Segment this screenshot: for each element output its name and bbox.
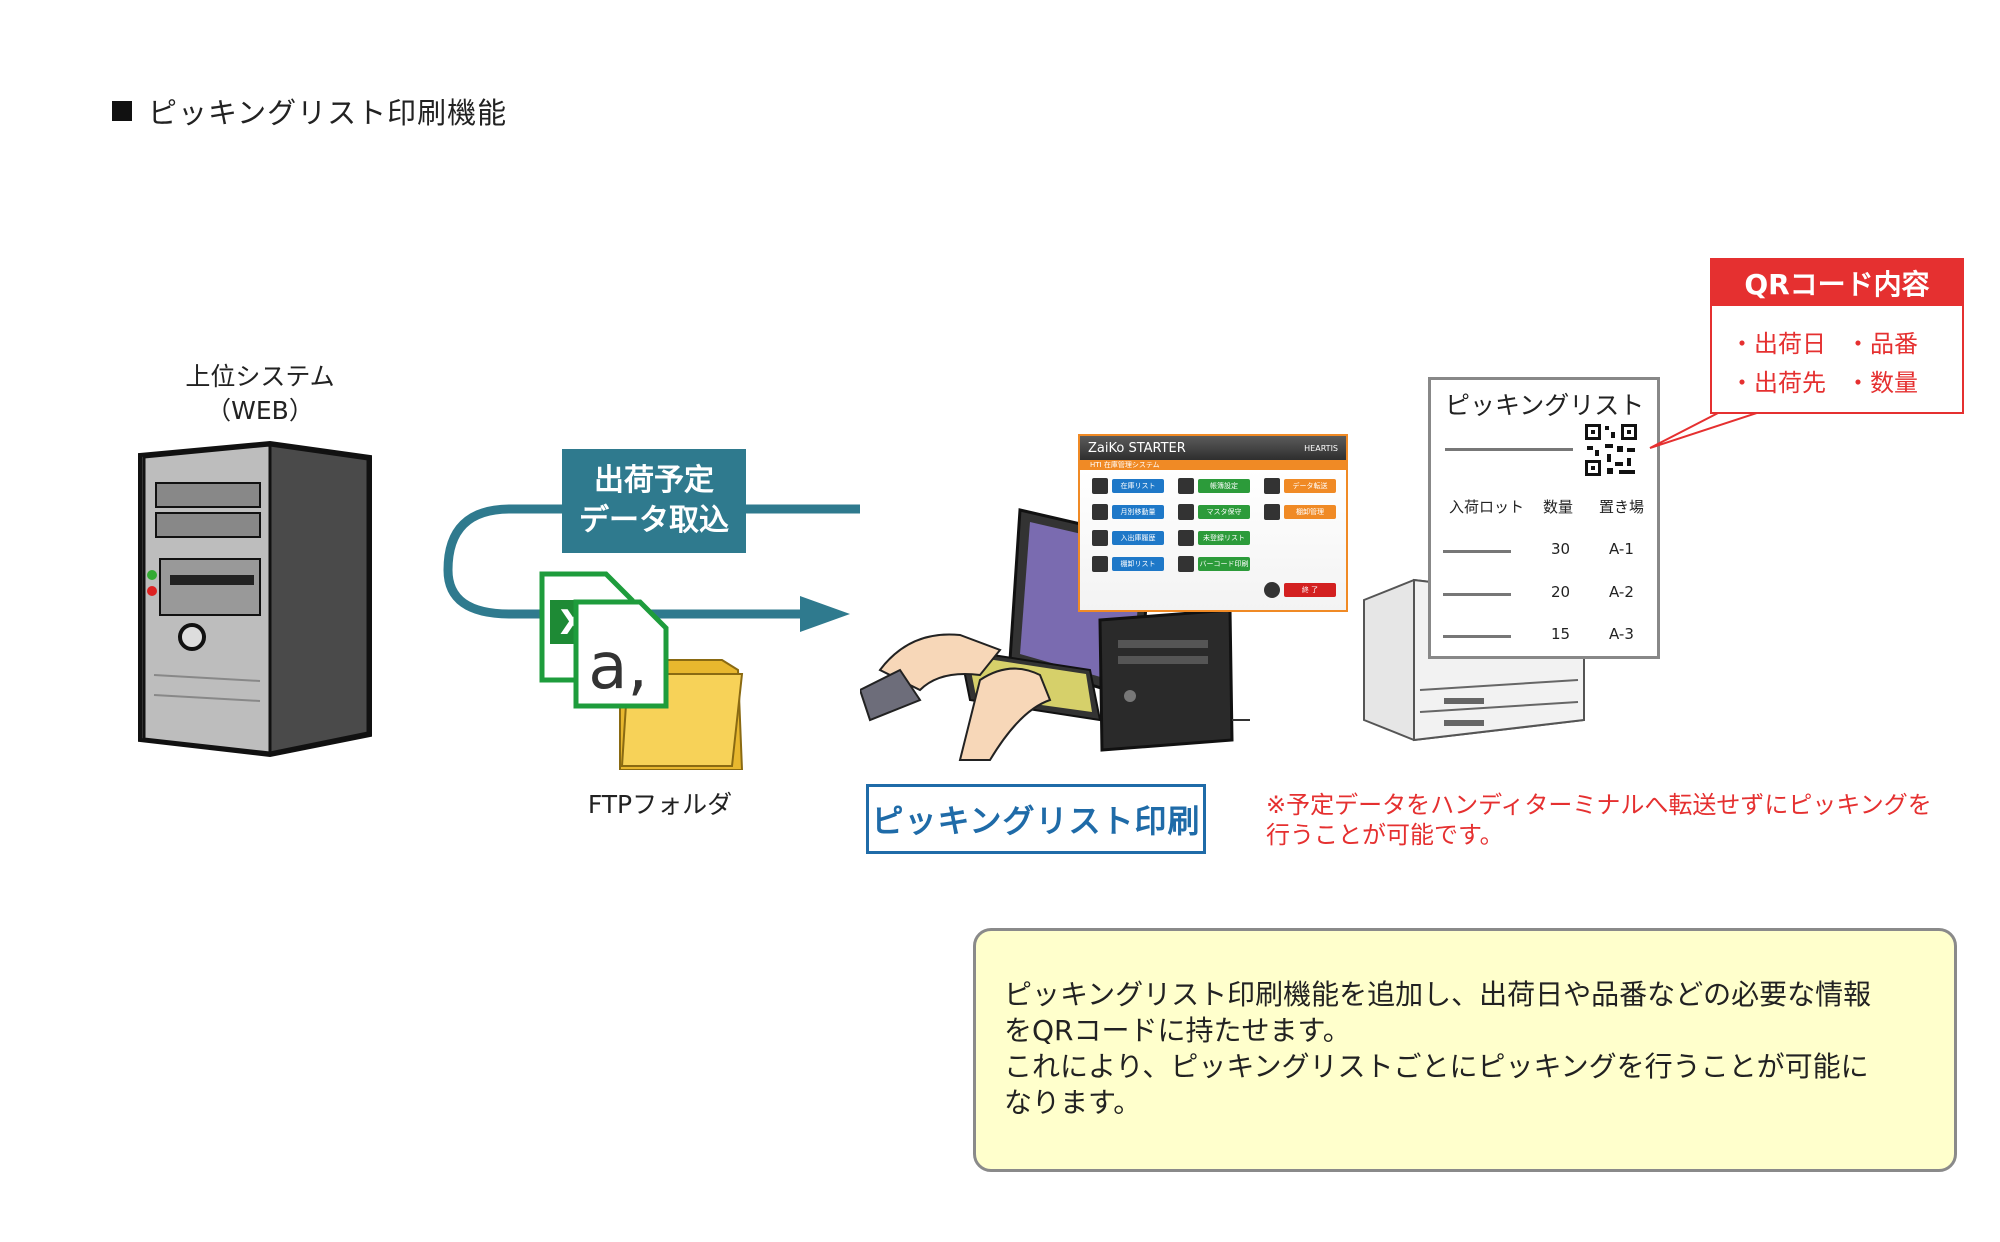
app-menu-icon: [1092, 478, 1108, 494]
page-title: ピッキングリスト印刷機能: [112, 90, 507, 132]
note-line2: 行うことが可能です。: [1266, 821, 1504, 849]
sheet-location-cell: A-3: [1609, 625, 1634, 643]
summary-line2: をQRコードに持たせます。: [1004, 1014, 1351, 1047]
sheet-location-cell: A-1: [1609, 540, 1634, 558]
sheet-location-cell: A-2: [1609, 583, 1634, 601]
flow-arrow: [443, 504, 860, 632]
sheet-qty-cell: 20: [1551, 583, 1571, 601]
sheet-qty-cell: 30: [1551, 540, 1571, 558]
sheet-line: [1445, 448, 1573, 451]
app-menu-icon: [1178, 478, 1194, 494]
bullet-square-icon: [112, 101, 132, 121]
qr-item: ・品番: [1846, 330, 1918, 358]
app-menu-icon: [1178, 504, 1194, 520]
qr-code-icon: [1583, 422, 1639, 478]
sheet-lot-dash: [1443, 550, 1511, 553]
text-file-icon: a,: [573, 599, 669, 709]
sheet-header-lot: 入荷ロット: [1449, 498, 1525, 516]
import-data-line1: 出荷予定: [594, 463, 714, 498]
app-button-monthly[interactable]: 月別移動量: [1112, 505, 1164, 519]
sheet-lot-dash: [1443, 593, 1511, 596]
app-menu-grid: 在庫リスト 帳簿設定 データ転送 月別移動量 マスタ保守 棚卸管理 入出庫履歴 …: [1080, 470, 1346, 610]
app-menu-icon: [1092, 504, 1108, 520]
import-data-line2: データ取込: [579, 503, 729, 538]
app-subtitle: HTI 在庫管理システム: [1080, 460, 1346, 470]
sheet-lot-dash: [1443, 635, 1511, 638]
summary-box: ピッキングリスト印刷機能を追加し、出荷日や品番などの必要な情報 をQRコードに持…: [973, 928, 1957, 1172]
app-window: ZaiKo STARTER HEARTIS HTI 在庫管理システム 在庫リスト…: [1078, 434, 1348, 612]
app-button-transfer[interactable]: データ転送: [1284, 479, 1336, 493]
app-menu-icon: [1264, 504, 1280, 520]
power-icon: [1264, 582, 1280, 598]
svg-text:a,: a,: [588, 630, 648, 704]
picking-list-sheet-title: ピッキングリスト: [1445, 391, 1645, 420]
sheet-header-location: 置き場: [1599, 498, 1645, 516]
app-menu-icon: [1178, 530, 1194, 546]
app-button-exit[interactable]: 終 了: [1284, 583, 1336, 597]
app-button-ledger[interactable]: 帳簿設定: [1198, 479, 1250, 493]
app-button-history[interactable]: 入出庫履歴: [1112, 531, 1164, 545]
qr-item: ・数量: [1846, 369, 1918, 397]
picking-list-sheet: ピッキングリスト 入荷ロット 数量 置き場 30 A-1 20 A-2 15 A…: [1428, 377, 1660, 659]
app-company: HEARTIS: [1304, 443, 1338, 453]
app-button-master[interactable]: マスタ保守: [1198, 505, 1250, 519]
app-button-count-list[interactable]: 棚卸リスト: [1112, 557, 1164, 571]
sheet-header-qty: 数量: [1543, 498, 1574, 516]
upper-system-label: 上位システム （WEB）: [160, 360, 360, 428]
qr-item: ・出荷先: [1730, 369, 1826, 397]
app-button-inventory[interactable]: 棚卸管理: [1284, 505, 1336, 519]
app-titlebar: ZaiKo STARTER HEARTIS: [1080, 436, 1346, 460]
app-menu-icon: [1092, 530, 1108, 546]
app-button-unregistered[interactable]: 未登録リスト: [1198, 531, 1250, 545]
upper-system-type: （WEB）: [206, 396, 314, 425]
summary-line3: これにより、ピッキングリストごとにピッキングを行うことが可能に: [1004, 1050, 1869, 1083]
server-tower-icon: [138, 440, 372, 758]
qr-content-list: ・出荷日 ・品番 ・出荷先 ・数量: [1712, 306, 1962, 398]
ftp-folder-label: FTPフォルダ: [587, 790, 733, 819]
app-button-stock-list[interactable]: 在庫リスト: [1112, 479, 1164, 493]
app-brand: ZaiKo STARTER: [1088, 440, 1186, 456]
note-text: ※予定データをハンディターミナルへ転送せずにピッキングを 行うことが可能です。: [1266, 790, 1966, 850]
page-title-text: ピッキングリスト印刷機能: [148, 96, 508, 130]
qr-content-callout: QRコード内容 ・出荷日 ・品番 ・出荷先 ・数量: [1710, 258, 1964, 414]
app-menu-icon: [1092, 556, 1108, 572]
summary-line1: ピッキングリスト印刷機能を追加し、出荷日や品番などの必要な情報: [1004, 978, 1872, 1011]
app-menu-icon: [1264, 478, 1280, 494]
app-menu-icon: [1178, 556, 1194, 572]
qr-item: ・出荷日: [1730, 330, 1826, 358]
qr-content-title: QRコード内容: [1712, 260, 1962, 306]
summary-line4: なります。: [1004, 1086, 1142, 1119]
sheet-qty-cell: 15: [1551, 625, 1571, 643]
note-line1: ※予定データをハンディターミナルへ転送せずにピッキングを: [1266, 791, 1932, 819]
import-data-box: 出荷予定 データ取込: [562, 449, 746, 553]
picking-list-print-button[interactable]: ピッキングリスト印刷: [866, 784, 1206, 854]
app-button-barcode[interactable]: バーコード印刷: [1198, 557, 1250, 571]
upper-system-name: 上位システム: [185, 362, 335, 391]
